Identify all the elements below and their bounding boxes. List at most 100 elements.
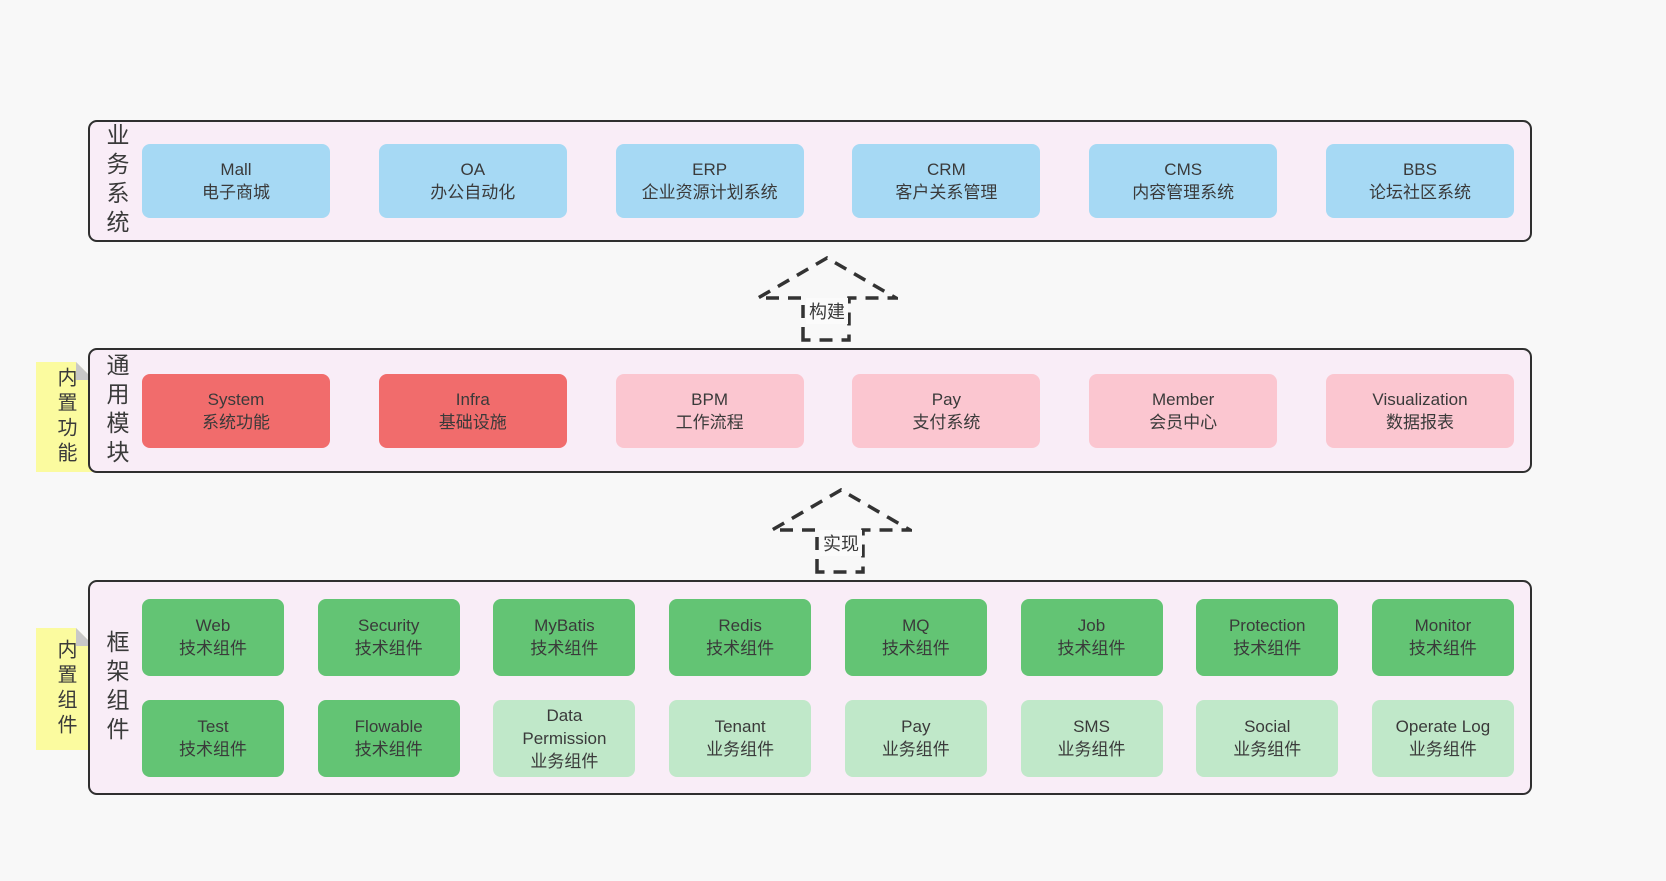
arrow-build: 构建 (756, 256, 898, 342)
box-title: Security (357, 616, 420, 635)
box-row: System 系统功能 Infra 基础设施 BPM 工作流程 Pay 支付系统… (142, 373, 1514, 448)
box-title: OA (460, 160, 486, 179)
box-monitor: Monitor 技术组件 (1371, 598, 1514, 676)
box-pay: Pay 支付系统 (852, 373, 1041, 448)
box-operate-log: Operate Log 业务组件 (1371, 699, 1514, 777)
arrow-implement: 实现 (770, 488, 912, 574)
box-row: Test 技术组件 Flowable 技术组件 Data Permission … (142, 699, 1514, 777)
box-row: Web 技术组件 Security 技术组件 MyBatis 技术组件 Redi… (142, 598, 1514, 676)
box-infra: Infra 基础设施 (378, 373, 567, 448)
box-title: System (207, 389, 265, 409)
box-subtitle: 数据报表 (1385, 412, 1454, 432)
box-cms: CMS 内容管理系统 (1089, 144, 1278, 218)
box-security: Security 技术组件 (317, 598, 460, 676)
box-job: Job 技术组件 (1020, 598, 1163, 676)
box-tenant: Tenant 业务组件 (669, 699, 812, 777)
box-subtitle: 技术组件 (354, 740, 423, 759)
box-crm: CRM 客户关系管理 (852, 144, 1041, 218)
band-label-framework-components: 框架组件 (103, 629, 129, 746)
box-sms: SMS 业务组件 (1020, 699, 1163, 777)
box-title: Pay (901, 717, 931, 736)
box-title: Redis (718, 616, 762, 635)
sticky-label: 内置功能 (54, 367, 76, 467)
box-subtitle: 内容管理系统 (1132, 183, 1235, 202)
box-title: Infra (455, 389, 490, 409)
box-subtitle: 技术组件 (706, 639, 775, 658)
box-title: SMS (1073, 717, 1110, 736)
box-title: CRM (927, 160, 966, 179)
box-web: Web 技术组件 (142, 598, 284, 676)
box-title: MyBatis (534, 616, 595, 635)
box-subtitle: 业务组件 (706, 740, 775, 759)
box-title: Job (1077, 616, 1106, 635)
box-subtitle: 业务组件 (1408, 740, 1477, 759)
box-title: Member (1152, 389, 1215, 409)
box-title: Data Permission (522, 705, 607, 748)
sticky-builtin-features: 内置功能 (36, 362, 94, 472)
box-title: Operate Log (1395, 717, 1491, 736)
box-title: MQ (902, 616, 930, 635)
band-content: Web 技术组件 Security 技术组件 MyBatis 技术组件 Redi… (130, 582, 1530, 793)
box-title: BPM (691, 389, 729, 409)
box-system: System 系统功能 (142, 373, 330, 448)
box-subtitle: 技术组件 (1057, 639, 1126, 658)
box-redis: Redis 技术组件 (669, 598, 812, 676)
arrow-build-label: 构建 (806, 298, 848, 324)
box-erp: ERP 企业资源计划系统 (615, 144, 804, 218)
box-title: Visualization (1372, 389, 1468, 409)
box-visualization: Visualization 数据报表 (1325, 373, 1514, 448)
sticky-label: 内置组件 (54, 639, 76, 739)
band-label-common-modules: 通用模块 (103, 352, 129, 469)
box-subtitle: 电子商城 (202, 183, 270, 202)
box-title: BBS (1402, 160, 1437, 179)
box-subtitle: 工作流程 (675, 412, 744, 432)
box-flowable: Flowable 技术组件 (317, 699, 460, 777)
sticky-builtin-components: 内置组件 (36, 628, 94, 750)
box-subtitle: 业务组件 (1057, 740, 1126, 759)
box-title: Pay (931, 389, 962, 409)
box-subtitle: 技术组件 (354, 639, 423, 658)
box-title: Mall (220, 160, 252, 179)
box-title: Web (195, 616, 231, 635)
band-content: Mall 电子商城 OA 办公自动化 ERP 企业资源计划系统 CRM 客户关系… (130, 122, 1530, 240)
box-subtitle: 系统功能 (202, 412, 270, 432)
box-test: Test 技术组件 (142, 699, 284, 777)
up-arrow-icon (756, 256, 898, 342)
box-subtitle: 支付系统 (912, 412, 981, 432)
box-member: Member 会员中心 (1089, 373, 1278, 448)
box-subtitle: 技术组件 (1408, 639, 1477, 658)
box-bpm: BPM 工作流程 (615, 373, 804, 448)
band-content: System 系统功能 Infra 基础设施 BPM 工作流程 Pay 支付系统… (130, 350, 1530, 471)
box-subtitle: 客户关系管理 (895, 183, 998, 202)
box-subtitle: 技术组件 (179, 740, 247, 759)
box-subtitle: 企业资源计划系统 (641, 183, 778, 202)
up-arrow-icon (770, 488, 912, 574)
box-pay-biz: Pay 业务组件 (844, 699, 987, 777)
band-label-business-systems: 业务系统 (103, 123, 129, 239)
box-subtitle: 技术组件 (1233, 639, 1302, 658)
box-subtitle: 技术组件 (530, 639, 599, 658)
box-title: Social (1244, 717, 1291, 736)
box-social: Social 业务组件 (1196, 699, 1339, 777)
box-title: CMS (1164, 160, 1203, 179)
box-title: Protection (1228, 616, 1306, 635)
band-business-systems: 业务系统 Mall 电子商城 OA 办公自动化 ERP 企业资源计划系统 CRM… (88, 120, 1532, 242)
box-title: Test (197, 717, 229, 736)
box-subtitle: 技术组件 (179, 639, 247, 658)
box-subtitle: 业务组件 (881, 740, 950, 759)
box-mall: Mall 电子商城 (142, 144, 330, 218)
box-subtitle: 业务组件 (530, 751, 599, 771)
box-data-permission: Data Permission 业务组件 (493, 699, 636, 777)
box-subtitle: 办公自动化 (430, 183, 516, 202)
box-subtitle: 业务组件 (1233, 740, 1302, 759)
box-subtitle: 会员中心 (1149, 412, 1218, 432)
box-protection: Protection 技术组件 (1196, 598, 1339, 676)
box-subtitle: 技术组件 (881, 639, 950, 658)
box-subtitle: 论坛社区系统 (1368, 183, 1471, 202)
box-title: Flowable (354, 717, 423, 736)
box-mq: MQ 技术组件 (844, 598, 987, 676)
band-framework-components: 框架组件 Web 技术组件 Security 技术组件 MyBatis 技术组件… (88, 580, 1532, 795)
arrow-implement-label: 实现 (820, 530, 862, 556)
box-oa: OA 办公自动化 (378, 144, 567, 218)
box-subtitle: 基础设施 (438, 412, 507, 432)
